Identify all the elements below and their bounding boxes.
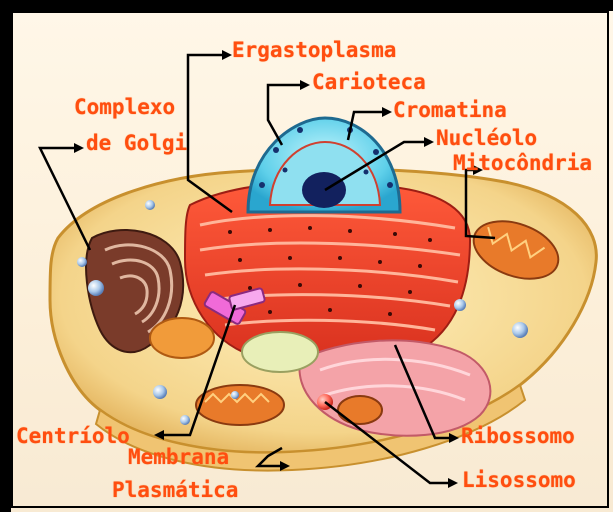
label-plasmatica: Plasmática [112,478,238,502]
label-carioteca: Carioteca [312,70,426,94]
nucleus [248,118,400,212]
label-mitocondria: Mitocôndria [453,151,592,175]
label-complexo: Complexo [74,95,175,119]
label-centriolo: Centríolo [16,424,130,448]
label-ribossomo: Ribossomo [461,424,575,448]
label-lisossomo: Lisossomo [462,468,576,492]
label-membrana: Membrana [128,445,229,469]
label-de-golgi: de Golgi [86,131,187,155]
label-ergastoplasma: Ergastoplasma [232,38,396,62]
label-cromatina: Cromatina [393,98,507,122]
label-nucleolo: Nucléolo [436,126,537,150]
